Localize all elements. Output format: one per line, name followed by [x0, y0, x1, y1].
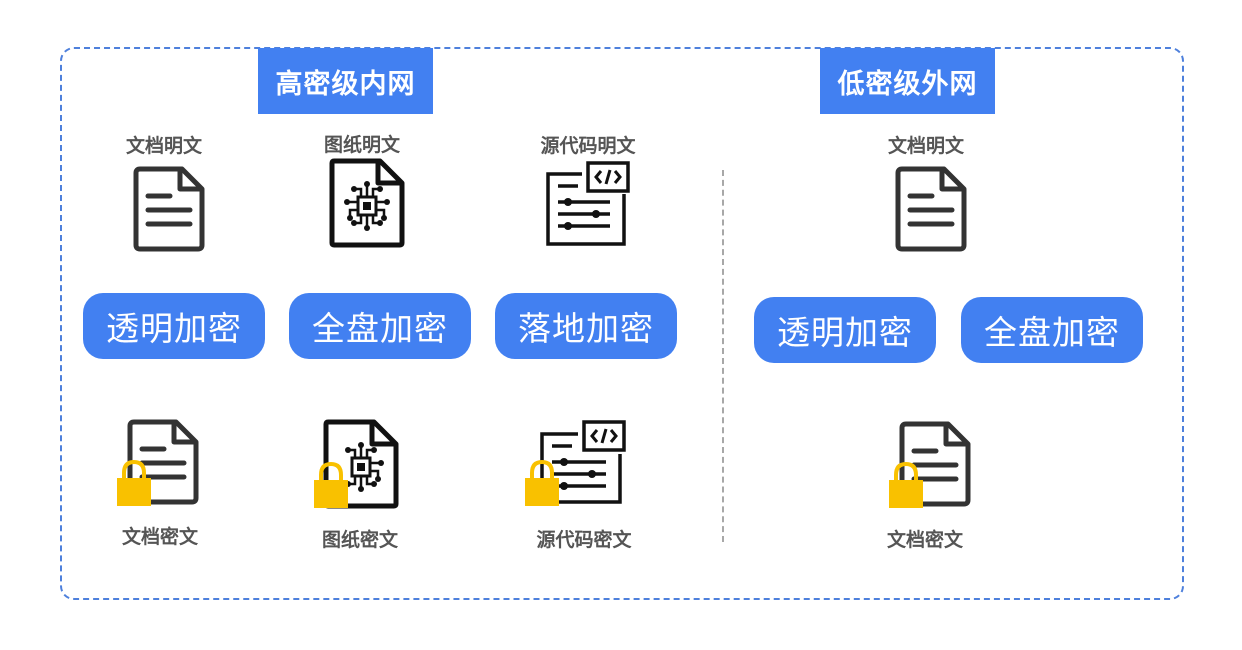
lock-icon	[889, 461, 923, 508]
low-doc-ciphertext-label: 文档密文	[886, 529, 964, 551]
doc-ciphertext-label: 文档密文	[121, 526, 199, 548]
low-full-disk-encryption-pill: 全盘加密	[961, 297, 1143, 363]
full-disk-encryption-pill: 全盘加密	[289, 293, 471, 359]
low-doc-plaintext-label: 文档明文	[887, 135, 965, 157]
circuit-drawing-icon	[329, 158, 405, 248]
source-ciphertext-label: 源代码密文	[536, 529, 632, 551]
source-code-icon	[546, 161, 630, 246]
low-document-icon	[895, 166, 967, 252]
diagram-frame	[60, 47, 1184, 600]
document-icon	[133, 166, 205, 252]
locked-circuit-drawing-icon	[314, 419, 399, 509]
zone-divider	[722, 170, 724, 542]
source-plaintext-label: 源代码明文	[540, 135, 636, 157]
lock-icon	[314, 461, 348, 508]
locked-document-icon	[117, 419, 199, 506]
low-security-zone-header: 低密级外网	[820, 48, 995, 114]
high-security-zone-header: 高密级内网	[258, 48, 433, 114]
low-transparent-encryption-pill: 透明加密	[754, 297, 936, 363]
transparent-encryption-pill: 透明加密	[83, 293, 265, 359]
lock-icon	[117, 459, 151, 506]
drawing-ciphertext-label: 图纸密文	[321, 529, 399, 551]
doc-plaintext-label: 文档明文	[125, 135, 203, 157]
lock-icon	[525, 459, 559, 506]
low-locked-document-icon	[889, 421, 971, 508]
drawing-plaintext-label: 图纸明文	[323, 134, 401, 156]
landing-encryption-pill: 落地加密	[495, 293, 677, 359]
locked-source-code-icon	[525, 420, 626, 506]
